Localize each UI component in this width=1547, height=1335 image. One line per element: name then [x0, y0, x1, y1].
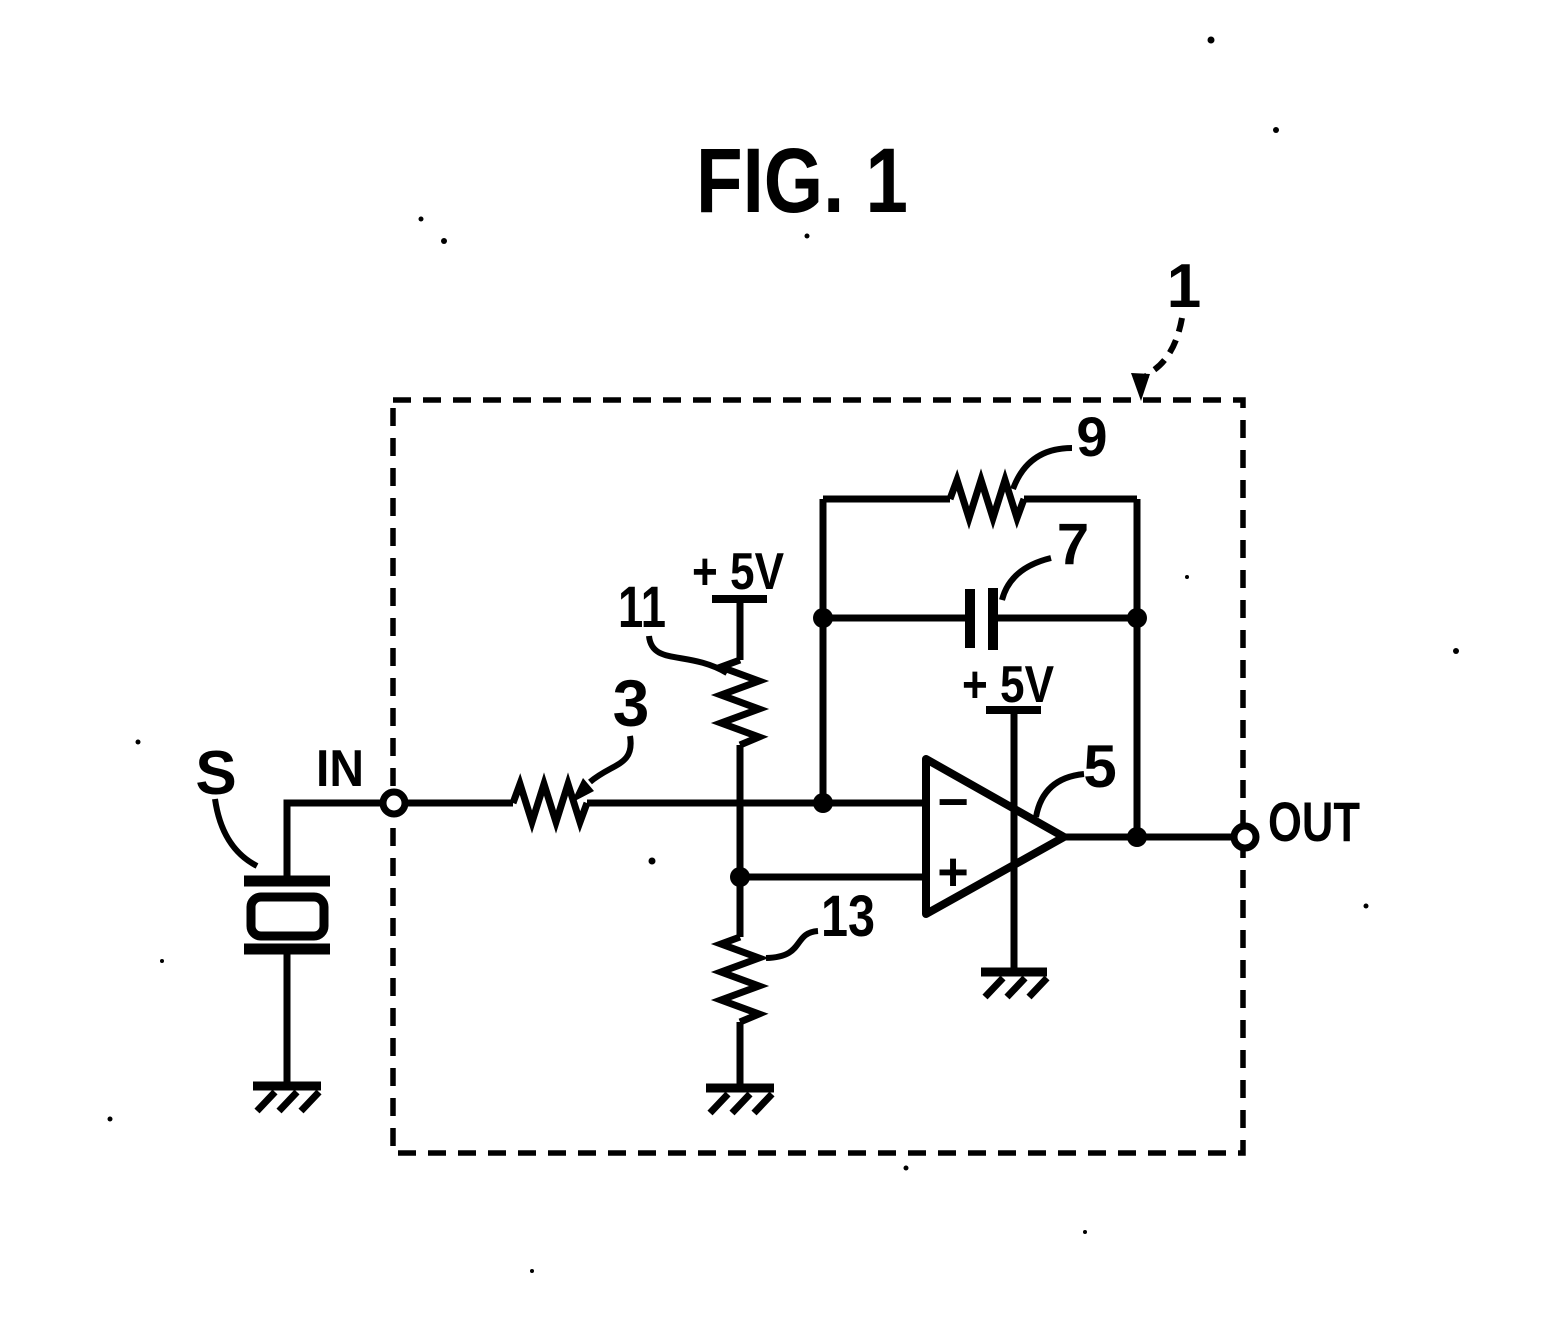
- junction-output-node: [1127, 827, 1147, 847]
- ref-3-label: 3: [613, 666, 650, 740]
- out-terminal: [1230, 822, 1260, 852]
- ref-9-label: 9: [1076, 405, 1107, 468]
- junction-bias-node: [730, 867, 750, 887]
- ref-7-callout: 7: [999, 512, 1089, 601]
- signal-path: [394, 772, 926, 881]
- out-label: OUT: [1268, 790, 1360, 853]
- in-label: IN: [316, 740, 364, 798]
- sensor-leader: [212, 798, 259, 869]
- circuit-boundary-box: [390, 397, 1246, 1156]
- scan-specks: [107, 36, 1459, 1273]
- ref-3-leader: [588, 735, 634, 785]
- opamp-minus-sign: −: [937, 772, 969, 832]
- opamp-plus-sign: +: [937, 842, 969, 902]
- resistor-13: [710, 933, 770, 1026]
- resistor-9: [946, 468, 1028, 530]
- junction-cap-right: [1127, 608, 1147, 628]
- ref-11-leader: [646, 635, 729, 676]
- sensor-top-wire: [283, 799, 390, 876]
- bias-divider: + 5V: [692, 543, 784, 1116]
- ref-11-callout: 11: [618, 575, 729, 676]
- resistor-11: [710, 656, 770, 749]
- ref-9-callout: 9: [1010, 405, 1108, 491]
- supply-bias-label: + 5V: [692, 543, 784, 601]
- feedback-network: [819, 468, 1141, 837]
- ref-3-arrowhead-icon: [571, 778, 594, 803]
- ref-3-callout: 3: [571, 666, 649, 803]
- ref-13-leader: [765, 928, 819, 961]
- ref-7-label: 7: [1057, 512, 1089, 577]
- resistor-3: [509, 772, 591, 834]
- ref-5-label: 5: [1083, 733, 1116, 800]
- bias-ground-icon: [706, 1083, 775, 1116]
- junction-inverting-node: [813, 793, 833, 813]
- junction-cap-left: [813, 608, 833, 628]
- sensor-s: S: [195, 739, 390, 1114]
- ref-1-label: 1: [1167, 252, 1201, 321]
- sensor-ground-icon: [253, 1081, 322, 1114]
- in-terminal: [379, 788, 409, 818]
- sensor-body: [246, 892, 329, 941]
- opamp-ground-icon: [981, 967, 1050, 1000]
- ref-9-leader: [1010, 445, 1073, 491]
- ref-1-callout: 1: [1131, 252, 1201, 401]
- junction-dots: [730, 608, 1147, 887]
- ref-13-callout: 13: [765, 884, 875, 961]
- sensor-label: S: [195, 739, 236, 808]
- ref-13-label: 13: [821, 884, 875, 949]
- ref-1-arrowhead-icon: [1131, 373, 1150, 401]
- ref-5-leader: [1033, 771, 1085, 818]
- ref-7-leader: [999, 555, 1052, 601]
- opamp-5: + 5V − +: [922, 656, 1068, 1000]
- figure-title: FIG. 1: [696, 130, 908, 232]
- ref-5-callout: 5: [1033, 733, 1117, 818]
- opamp-triangle: [922, 755, 1068, 918]
- supply-opamp-label: + 5V: [962, 656, 1054, 714]
- ref-11-label: 11: [618, 575, 666, 640]
